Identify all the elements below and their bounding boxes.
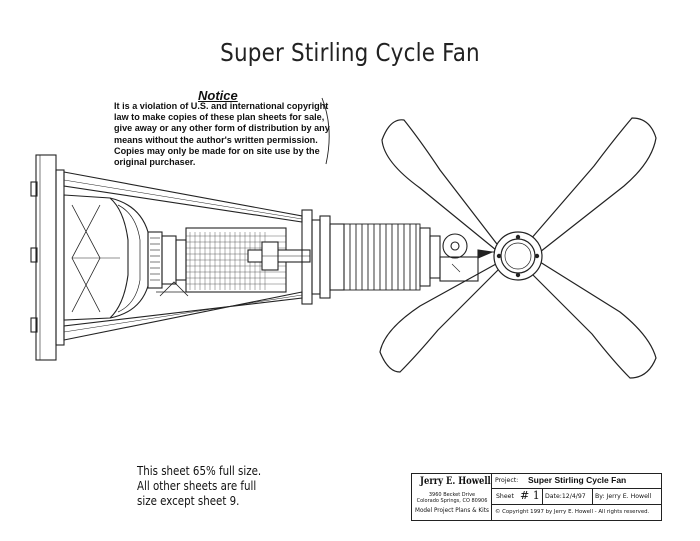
project-label: Project: <box>495 477 519 484</box>
notice-line: It is a violation of U.S. and internatio… <box>114 101 329 111</box>
scale-note: This sheet 65% full size. All other shee… <box>137 463 261 508</box>
by-value: Jerry E. Howell <box>606 493 652 500</box>
sheet-cell: Sheet # 1 <box>492 489 543 504</box>
date-label: Date: <box>545 493 562 500</box>
scale-note-line: size except sheet 9. <box>137 493 240 508</box>
notice-line: original purchaser. <box>114 157 196 168</box>
author-address-line: 3960 Becket Drive <box>428 492 476 498</box>
heater-bell <box>63 194 149 321</box>
date-value: 12/4/97 <box>561 493 586 500</box>
date-text: Date:12/4/97 <box>545 493 586 500</box>
notice-line: Copies may only be made for on site use … <box>114 145 320 156</box>
by-text: By: Jerry E. Howell <box>595 493 651 500</box>
notice-line: means without the author's written permi… <box>114 134 318 145</box>
notice-line: law to make copies of these plan sheets … <box>114 112 325 123</box>
sheet-label: Sheet <box>496 493 514 500</box>
by-label: By: <box>595 493 605 500</box>
notice-bracket <box>321 97 330 165</box>
project-value: Super Stirling Cycle Fan <box>528 475 627 485</box>
author-address-line: Colorado Springs, CO 80906 <box>416 498 488 504</box>
by-cell: By: Jerry E. Howell <box>592 489 661 504</box>
displacer-cylinder <box>147 227 311 297</box>
scale-note-line: This sheet 65% full size. <box>137 463 262 478</box>
title-block: Jerry E. Howell 3960 Becket Drive Colora… <box>411 473 662 521</box>
fan-blades <box>379 117 657 379</box>
author-name: Jerry E. Howell <box>420 475 491 487</box>
crank-assembly <box>439 233 500 282</box>
cooler-flange <box>301 209 441 305</box>
notice-text: It is a violation of U.S. and internatio… <box>114 101 336 168</box>
page-title: Super Stirling Cycle Fan <box>220 38 480 67</box>
notice-line: give away or any other form of distribut… <box>114 123 330 134</box>
title-block-sheet-row: Sheet # 1 Date:12/4/97 By: Jerry E. Howe… <box>492 489 661 505</box>
scale-note-line: All other sheets are full <box>137 478 257 493</box>
company-name: Model Project Plans & Kits <box>415 507 489 514</box>
copyright-text: © Copyright 1997 by Jerry E. Howell - Al… <box>495 509 650 515</box>
date-cell: Date:12/4/97 <box>542 489 593 504</box>
title-block-project-row: Project: Super Stirling Cycle Fan <box>492 474 661 489</box>
title-block-copyright-row: © Copyright 1997 by Jerry E. Howell - Al… <box>492 505 661 520</box>
notice-heading: Notice <box>198 88 238 103</box>
title-block-author: Jerry E. Howell 3960 Becket Drive Colora… <box>412 474 492 520</box>
sheet-number: # 1 <box>520 489 540 502</box>
